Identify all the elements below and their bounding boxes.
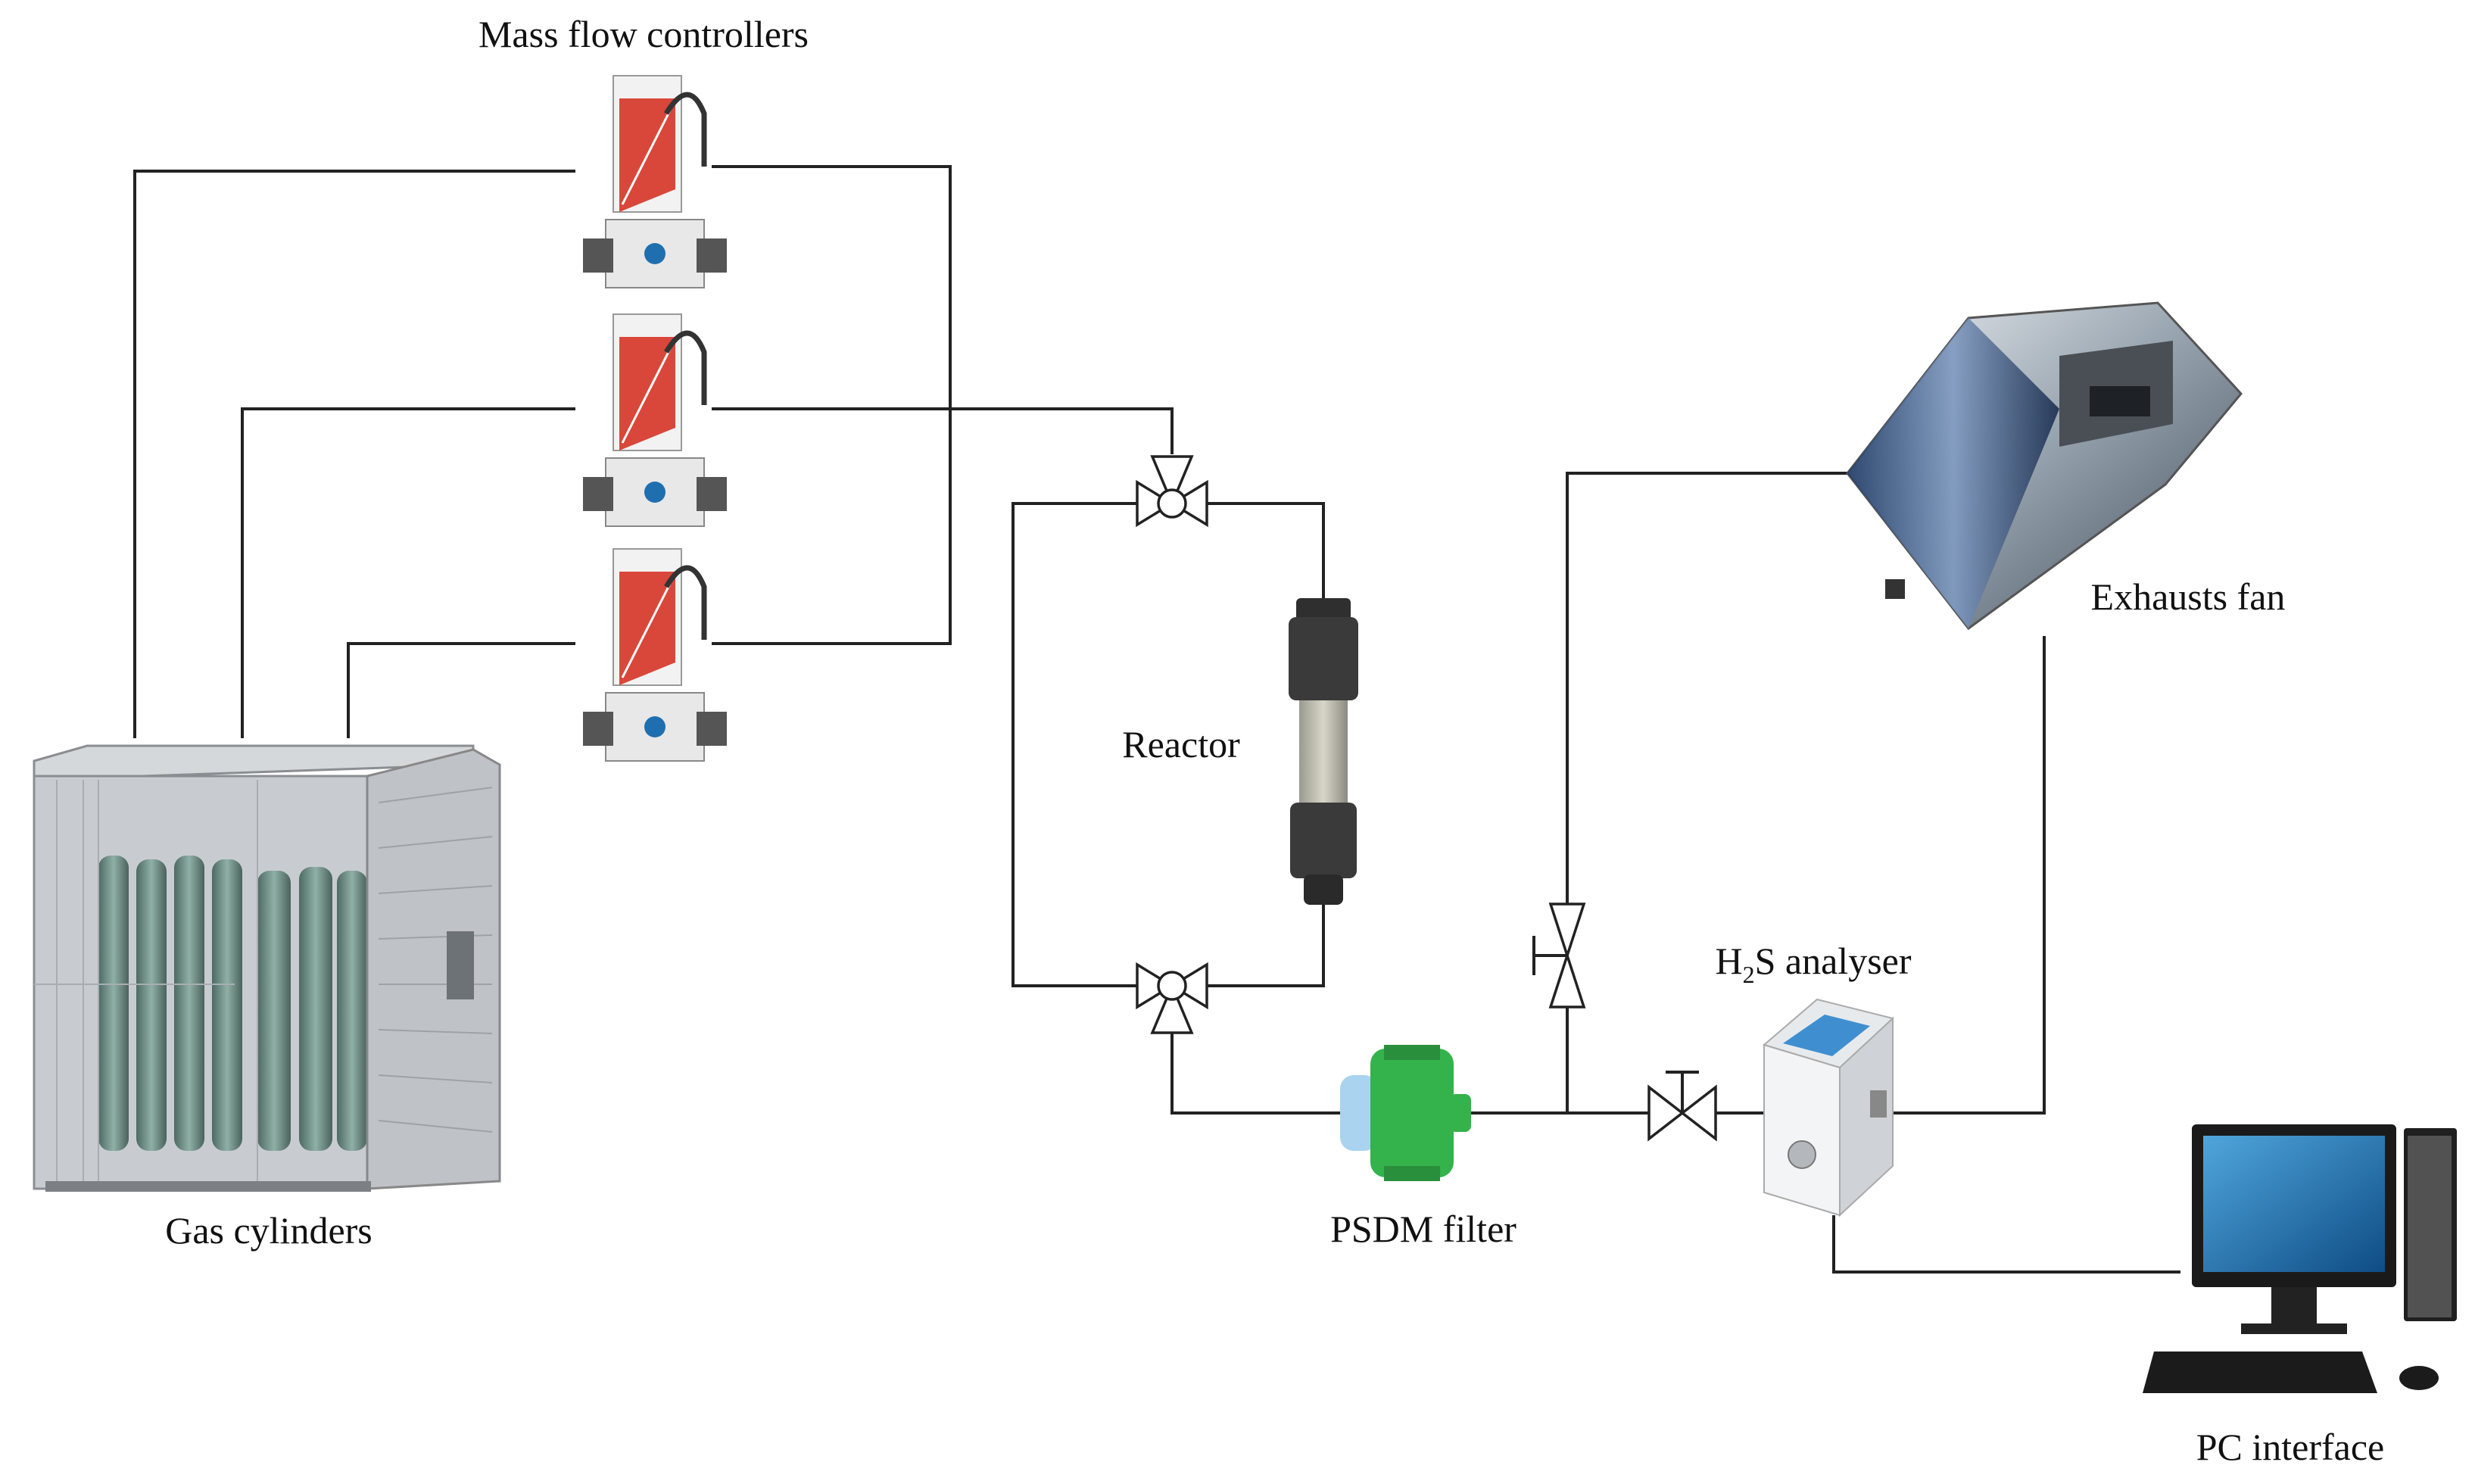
cable-analyser-to-pc bbox=[1832, 1215, 2180, 1274]
mass-flow-controller-2 bbox=[583, 313, 727, 527]
pipe-bypass-left bbox=[1012, 502, 1140, 987]
label-h2s-subscript: 2 bbox=[1743, 961, 1755, 988]
gas-cylinder-cabinet bbox=[33, 744, 501, 1192]
three-way-valve-top bbox=[1136, 455, 1208, 528]
gas-cylinders-group bbox=[98, 856, 367, 1151]
pipe-network bbox=[133, 165, 2180, 1274]
pipe-to-filter bbox=[1170, 1030, 1340, 1115]
label-gas-cylinders: Gas cylinders bbox=[165, 1209, 372, 1252]
analyser-inlet-valve bbox=[1647, 1071, 1717, 1142]
reactor-column bbox=[1289, 598, 1358, 905]
three-way-valve-bottom bbox=[1136, 962, 1208, 1034]
pipe-mfc2-outlet bbox=[712, 407, 1174, 454]
exhaust-branch-valve bbox=[1532, 903, 1586, 1009]
pipe-gas-to-mfc3 bbox=[347, 642, 575, 738]
pipe-branch-to-exhaust bbox=[1566, 472, 1847, 1113]
pipe-mfc1-outlet bbox=[712, 165, 952, 645]
h2s-analyser bbox=[1762, 998, 1895, 1217]
mass-flow-controller-3 bbox=[583, 548, 727, 762]
pipe-gas-to-mfc2 bbox=[241, 407, 575, 738]
label-pc-interface: PC interface bbox=[2196, 1426, 2385, 1468]
psdm-filter bbox=[1340, 1045, 1471, 1181]
label-reactor: Reactor bbox=[1122, 723, 1240, 765]
exhaust-fan-hood bbox=[1846, 301, 2243, 631]
pipe-gas-to-mfc1 bbox=[133, 170, 575, 738]
label-exhausts-fan: Exhausts fan bbox=[2091, 575, 2286, 618]
label-psdm-filter: PSDM filter bbox=[1330, 1208, 1516, 1250]
label-h2s-prefix: H bbox=[1716, 940, 1743, 982]
label-h2s-analyser: H2S analyser bbox=[1716, 940, 1912, 988]
label-mass-flow-controllers: Mass flow controllers bbox=[478, 13, 809, 55]
label-h2s-suffix: S analyser bbox=[1755, 940, 1912, 982]
mass-flow-controller-1 bbox=[583, 75, 727, 288]
pipe-analyser-to-fan bbox=[1885, 636, 2046, 1115]
pc-workstation bbox=[2143, 1124, 2457, 1393]
pipe-top-to-reactor bbox=[1204, 502, 1325, 598]
pipe-reactor-to-bottom bbox=[1204, 905, 1325, 987]
